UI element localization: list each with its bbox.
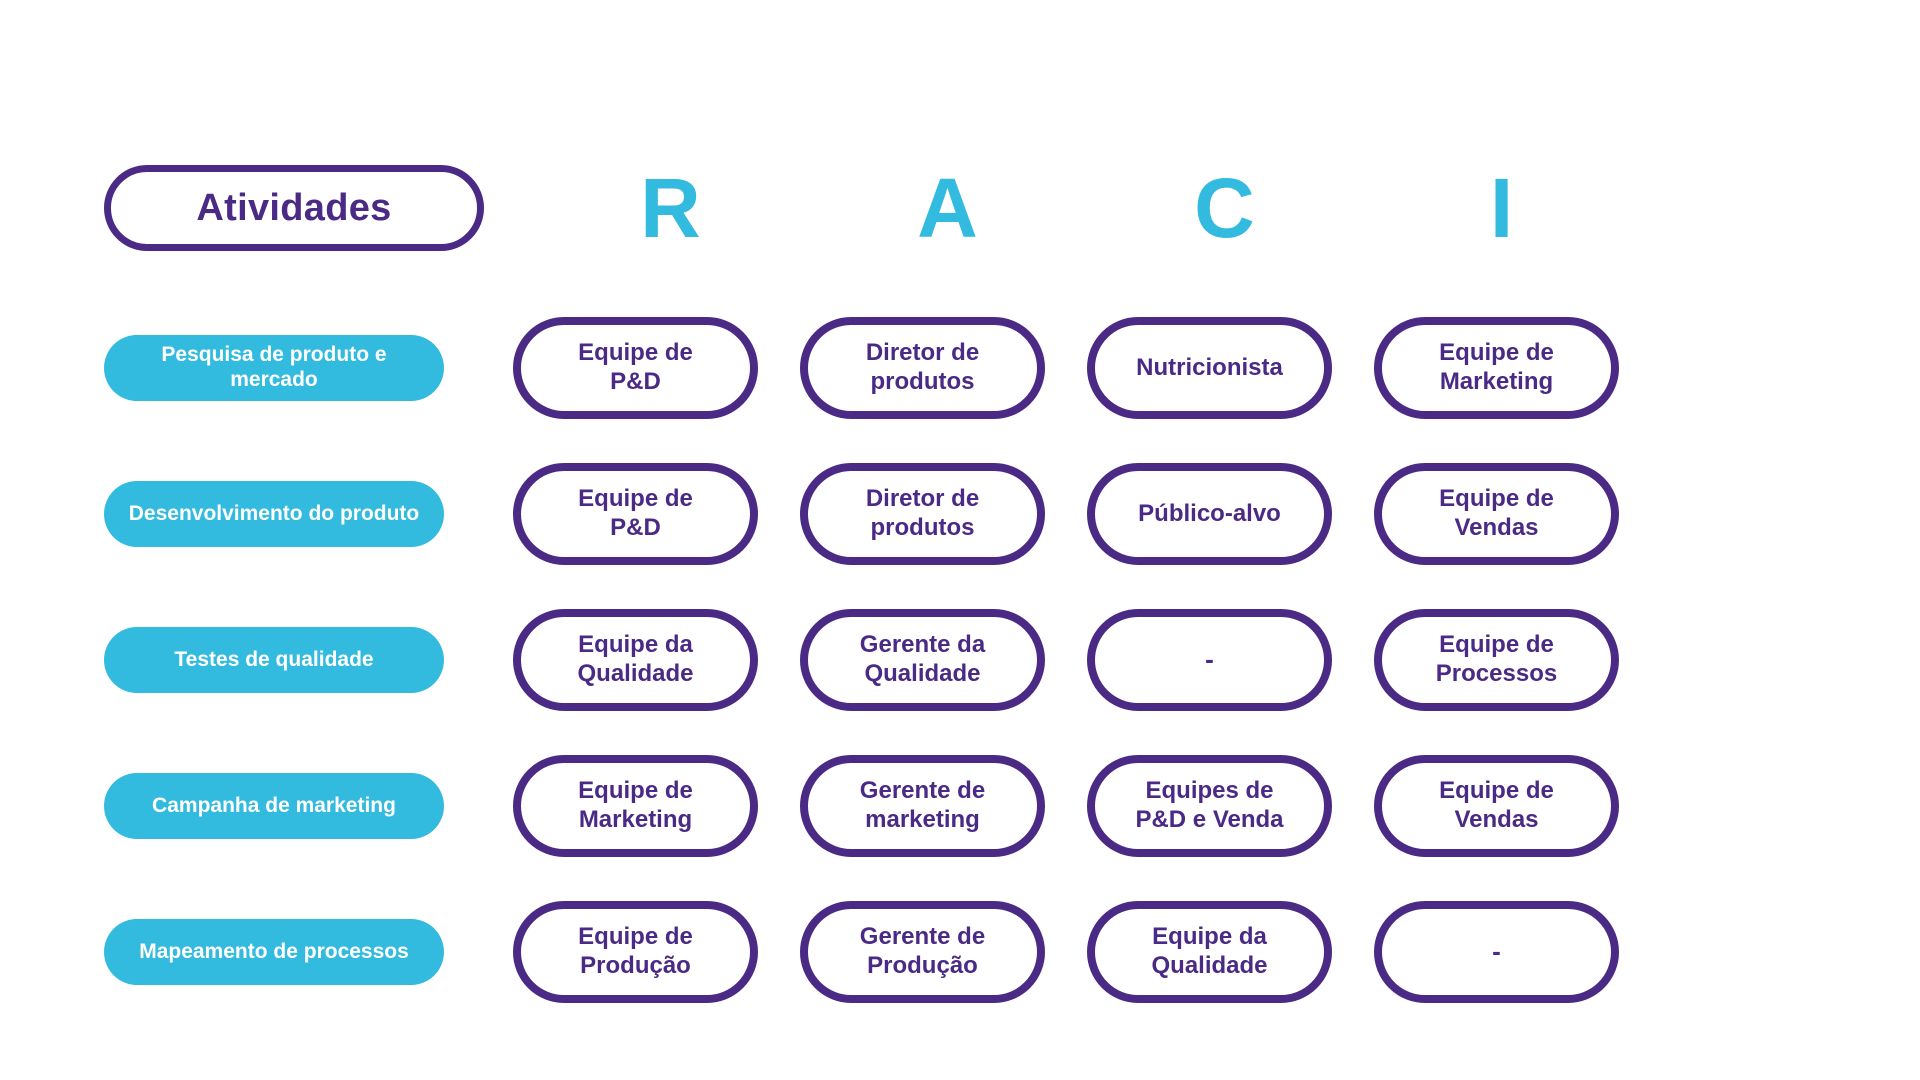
role-pill: Equipe da Qualidade	[513, 609, 758, 711]
role-label: Equipe de Vendas	[1439, 777, 1554, 833]
role-pill: Equipe da Qualidade	[1087, 901, 1332, 1003]
role-cell-informed: Equipe de Processos	[1353, 609, 1640, 711]
role-label: Gerente da Qualidade	[859, 631, 986, 687]
role-cell-accountable: Diretor de produtos	[779, 463, 1066, 565]
role-cell-accountable: Gerente de marketing	[779, 755, 1066, 857]
role-pill: Gerente de marketing	[800, 755, 1045, 857]
role-cell-consulted: Equipes de P&D e Venda	[1066, 755, 1353, 857]
raci-letter-i: I	[1489, 161, 1514, 255]
role-cell-informed: Equipe de Vendas	[1353, 463, 1640, 565]
matrix-header-row: Atividades R A C I	[104, 158, 1640, 258]
role-pill: -	[1087, 609, 1332, 711]
role-cell-responsible: Equipe da Qualidade	[492, 609, 779, 711]
matrix-body: Pesquisa de produto e mercado Equipe de …	[104, 295, 1640, 1025]
activity-label: Desenvolvimento do produto	[128, 501, 420, 525]
role-cell-informed: Equipe de Marketing	[1353, 317, 1640, 419]
role-label: Equipe de Marketing	[1439, 339, 1554, 395]
activity-pill: Campanha de marketing	[104, 773, 444, 839]
role-cell-accountable: Diretor de produtos	[779, 317, 1066, 419]
activity-cell: Desenvolvimento do produto	[104, 481, 444, 547]
role-label: Equipes de P&D e Venda	[1135, 777, 1284, 833]
role-label: -	[1492, 936, 1501, 967]
role-pill: Gerente da Qualidade	[800, 609, 1045, 711]
matrix-row: Pesquisa de produto e mercado Equipe de …	[104, 295, 1640, 441]
role-cell-responsible: Equipe de Produção	[492, 901, 779, 1003]
activity-label: Pesquisa de produto e mercado	[161, 343, 387, 391]
role-label: Equipe de P&D	[578, 485, 693, 541]
activities-header-pill: Atividades	[104, 165, 484, 251]
role-label: Equipe de Vendas	[1439, 485, 1554, 541]
activity-pill: Testes de qualidade	[104, 627, 444, 693]
activity-label: Mapeamento de processos	[139, 939, 409, 963]
activity-pill: Mapeamento de processos	[104, 919, 444, 985]
role-pill: Equipe de P&D	[513, 463, 758, 565]
activity-pill: Desenvolvimento do produto	[104, 481, 444, 547]
role-pill: Diretor de produtos	[800, 317, 1045, 419]
role-label: Equipe de Processos	[1435, 631, 1558, 687]
role-pill: Equipe de Processos	[1374, 609, 1619, 711]
role-pill: Equipe de Vendas	[1374, 463, 1619, 565]
role-pill: Equipe de P&D	[513, 317, 758, 419]
role-label: Diretor de produtos	[865, 339, 980, 395]
role-label: Público-alvo	[1138, 499, 1281, 527]
role-pill: Gerente de Produção	[800, 901, 1045, 1003]
role-pill: -	[1374, 901, 1619, 1003]
role-pill: Equipe de Vendas	[1374, 755, 1619, 857]
role-pill: Público-alvo	[1087, 463, 1332, 565]
raci-letter-group: R A C I	[532, 158, 1640, 258]
role-cell-accountable: Gerente de Produção	[779, 901, 1066, 1003]
role-cell-informed: -	[1353, 901, 1640, 1003]
role-label: Equipe de P&D	[578, 339, 693, 395]
role-cell-informed: Equipe de Vendas	[1353, 755, 1640, 857]
role-pill: Equipe de Produção	[513, 901, 758, 1003]
role-cell-accountable: Gerente da Qualidade	[779, 609, 1066, 711]
role-label: Equipe de Marketing	[578, 777, 693, 833]
activity-cell: Campanha de marketing	[104, 773, 444, 839]
role-group: Equipe da Qualidade Gerente da Qualidade…	[492, 609, 1640, 711]
role-cell-consulted: Nutricionista	[1066, 317, 1353, 419]
matrix-row: Desenvolvimento do produto Equipe de P&D…	[104, 441, 1640, 587]
raci-letter-c: C	[1194, 161, 1255, 255]
role-cell-consulted: Público-alvo	[1066, 463, 1353, 565]
role-label: Nutricionista	[1136, 353, 1283, 381]
role-cell-responsible: Equipe de Marketing	[492, 755, 779, 857]
role-label: Equipe da Qualidade	[1151, 923, 1268, 979]
role-label: Equipe da Qualidade	[577, 631, 694, 687]
role-cell-consulted: -	[1066, 609, 1353, 711]
activities-header-label: Atividades	[196, 187, 392, 229]
activity-cell: Testes de qualidade	[104, 627, 444, 693]
role-group: Equipe de P&D Diretor de produtos Públic…	[492, 463, 1640, 565]
matrix-row: Campanha de marketing Equipe de Marketin…	[104, 733, 1640, 879]
role-label: Gerente de Produção	[859, 923, 986, 979]
activity-label: Campanha de marketing	[152, 793, 396, 817]
role-cell-consulted: Equipe da Qualidade	[1066, 901, 1353, 1003]
activity-cell: Pesquisa de produto e mercado	[104, 335, 444, 401]
role-label: -	[1205, 644, 1214, 675]
raci-letter-a: A	[917, 161, 978, 255]
activity-label: Testes de qualidade	[174, 647, 374, 671]
role-pill: Diretor de produtos	[800, 463, 1045, 565]
role-cell-responsible: Equipe de P&D	[492, 317, 779, 419]
role-label: Gerente de marketing	[859, 777, 986, 833]
role-cell-responsible: Equipe de P&D	[492, 463, 779, 565]
role-pill: Nutricionista	[1087, 317, 1332, 419]
role-label: Equipe de Produção	[578, 923, 693, 979]
role-pill: Equipe de Marketing	[1374, 317, 1619, 419]
activity-cell: Mapeamento de processos	[104, 919, 444, 985]
matrix-row: Testes de qualidade Equipe da Qualidade …	[104, 587, 1640, 733]
role-pill: Equipe de Marketing	[513, 755, 758, 857]
role-pill: Equipes de P&D e Venda	[1087, 755, 1332, 857]
activity-pill: Pesquisa de produto e mercado	[104, 335, 444, 401]
matrix-row: Mapeamento de processos Equipe de Produç…	[104, 879, 1640, 1025]
role-group: Equipe de P&D Diretor de produtos Nutric…	[492, 317, 1640, 419]
raci-letter-r: R	[640, 161, 701, 255]
role-label: Diretor de produtos	[865, 485, 980, 541]
role-group: Equipe de Produção Gerente de Produção E…	[492, 901, 1640, 1003]
role-group: Equipe de Marketing Gerente de marketing…	[492, 755, 1640, 857]
